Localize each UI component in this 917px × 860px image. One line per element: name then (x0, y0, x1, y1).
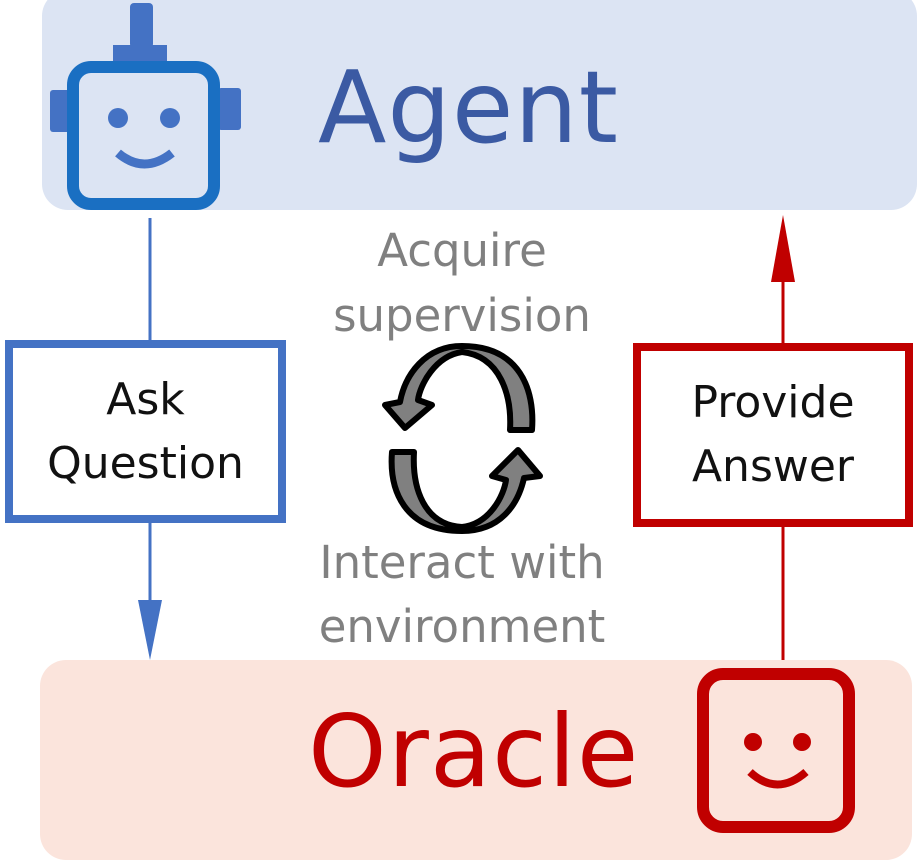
acquire-label: Acquire (377, 224, 547, 277)
ask-arrowhead (138, 600, 162, 660)
ask-label-1: Ask (106, 373, 185, 425)
environment-label: environment (318, 600, 606, 653)
oracle-face-icon (697, 668, 855, 833)
agent-title: Agent (318, 49, 619, 166)
answer-arrowhead (771, 215, 795, 282)
ask-label-2: Question (47, 437, 244, 489)
supervision-label: supervision (333, 289, 591, 342)
answer-label-2: Answer (691, 441, 855, 492)
cycle-arrows-icon (382, 343, 543, 534)
robot-icon (50, 3, 241, 210)
answer-label-1: Provide (691, 377, 855, 428)
interact-label: Interact with (319, 536, 605, 589)
oracle-title: Oracle (308, 693, 640, 810)
